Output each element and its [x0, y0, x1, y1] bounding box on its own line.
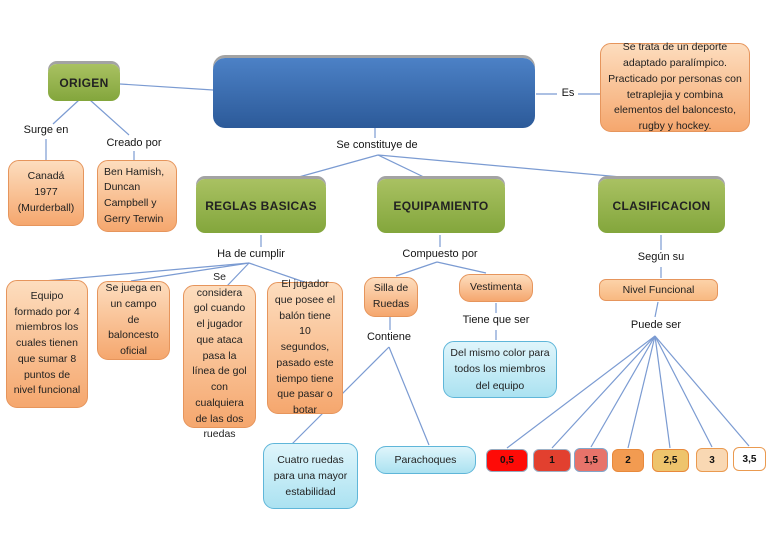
node-silla-de-ruedas: Silla de Ruedas: [364, 277, 418, 317]
classification-chip-3: 3: [696, 448, 728, 472]
label-ha-de-cumplir: Ha de cumplir: [217, 248, 285, 260]
node-nivel-funcional: Nivel Funcional: [599, 279, 718, 301]
node-reglas-basicas: REGLAS BASICAS: [196, 179, 326, 233]
node-parachoques: Parachoques: [375, 446, 476, 474]
node-descripcion: Se trata de un deporte adaptado paralímp…: [600, 41, 750, 132]
label-se-constituye-de: Se constituye de: [336, 139, 418, 151]
node-clasificacion: CLASIFICACION: [598, 179, 725, 233]
node-equipamiento: EQUIPAMIENTO: [377, 179, 505, 233]
classification-chip-3-5: 3,5: [733, 447, 766, 471]
label-compuesto-por: Compuesto por: [402, 248, 478, 260]
label-surge-en: Surge en: [23, 124, 69, 136]
label-creado-por: Creado por: [106, 137, 162, 149]
node-vestimenta: Vestimenta: [459, 274, 533, 302]
label-segun-su: Según su: [637, 251, 685, 263]
node-regla-campo: Se juega en un campo de baloncesto ofici…: [97, 281, 170, 360]
node-creadores: Ben Hamish, Duncan Campbell y Gerry Terw…: [97, 160, 177, 232]
node-canada: Canadá 1977 (Murderball): [8, 160, 84, 226]
node-regla-gol: Se considera gol cuando el jugador que a…: [183, 271, 256, 440]
node-regla-equipo: Equipo formado por 4 miembros los cuales…: [6, 280, 88, 408]
classification-chip-1-5: 1,5: [574, 448, 608, 472]
node-ruedas-detalle: Cuatro ruedas para una mayor estabilidad: [263, 443, 358, 509]
label-contiene: Contiene: [366, 331, 412, 343]
label-puede-ser: Puede ser: [630, 319, 682, 331]
label-tiene-que-ser: Tiene que ser: [462, 314, 530, 326]
node-vestimenta-detalle: Del mismo color para todos los miembros …: [443, 341, 557, 398]
classification-chip-0-5: 0,5: [486, 449, 528, 472]
classification-chip-2-5: 2,5: [652, 449, 689, 472]
classification-chip-1: 1: [533, 449, 571, 472]
node-main-topic: [213, 58, 535, 128]
node-origen: ORIGEN: [48, 64, 120, 101]
classification-chip-2: 2: [612, 449, 644, 472]
node-regla-tiempo: El jugador que posee el balón tiene 10 s…: [267, 278, 343, 416]
label-es: Es: [561, 87, 575, 99]
